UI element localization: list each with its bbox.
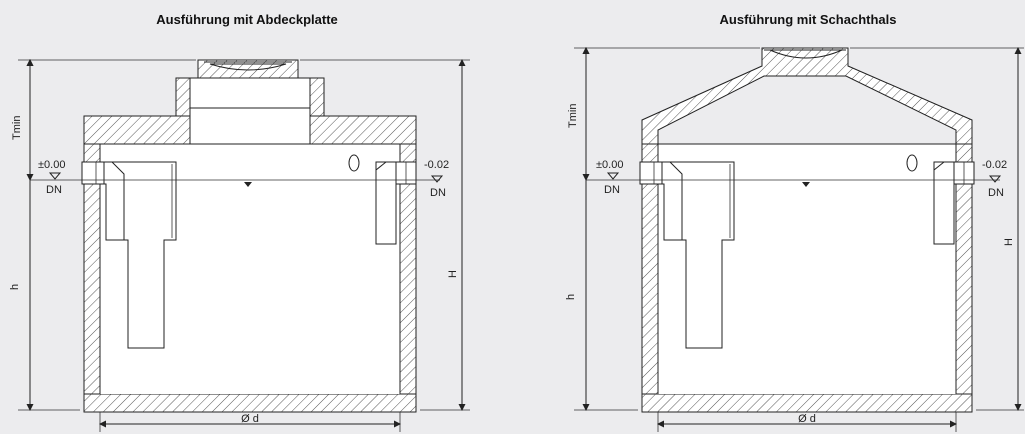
manhole-lid (209, 63, 287, 71)
vent-opening (348, 154, 360, 172)
diameter-label: Ø d (241, 413, 259, 425)
inlet-level: ±0.00 (38, 159, 65, 171)
shaft-opening (189, 77, 311, 109)
left-title: Ausführung mit Abdeckplatte (156, 12, 338, 27)
outlet-dn: DN (430, 187, 446, 199)
h-label: h (9, 284, 21, 290)
baffle-tube-right (662, 161, 735, 349)
inlet-dn-right: DN (604, 184, 620, 196)
slab-opening (189, 107, 311, 145)
outlet-dn-right: DN (988, 187, 1004, 199)
h-label-right: h (565, 294, 577, 300)
H-label-right: H (1003, 238, 1015, 246)
baffle-tube (104, 161, 177, 349)
drawing-cover-plate-version: Ausführung mit Abdeckplatte (9, 12, 470, 432)
tmin-label: Tmin (11, 116, 23, 140)
tmin-label-right: Tmin (567, 104, 579, 128)
diameter-label-right: Ø d (798, 413, 816, 425)
tank-bottom (83, 393, 417, 413)
inlet-dn: DN (46, 184, 62, 196)
drawing-shaft-neck-version: Ausführung mit Schachthals ±0.00 DN -0.0… (565, 12, 1024, 432)
tank-interior (100, 144, 400, 394)
vent-opening-right (906, 154, 918, 172)
inlet-pipe-right (639, 161, 663, 185)
inlet-level-right: ±0.00 (596, 159, 623, 171)
outlet-tube (375, 161, 397, 245)
shaft-neck (641, 47, 973, 145)
inlet-pipe (81, 161, 105, 185)
outlet-tube-right (933, 161, 955, 245)
water-level-symbol (244, 182, 252, 187)
H-label: H (447, 270, 459, 278)
outlet-level-right: -0.02 (982, 159, 1007, 171)
tank-bottom-right (641, 393, 973, 413)
right-title: Ausführung mit Schachthals (720, 12, 897, 27)
outlet-level: -0.02 (424, 159, 449, 171)
